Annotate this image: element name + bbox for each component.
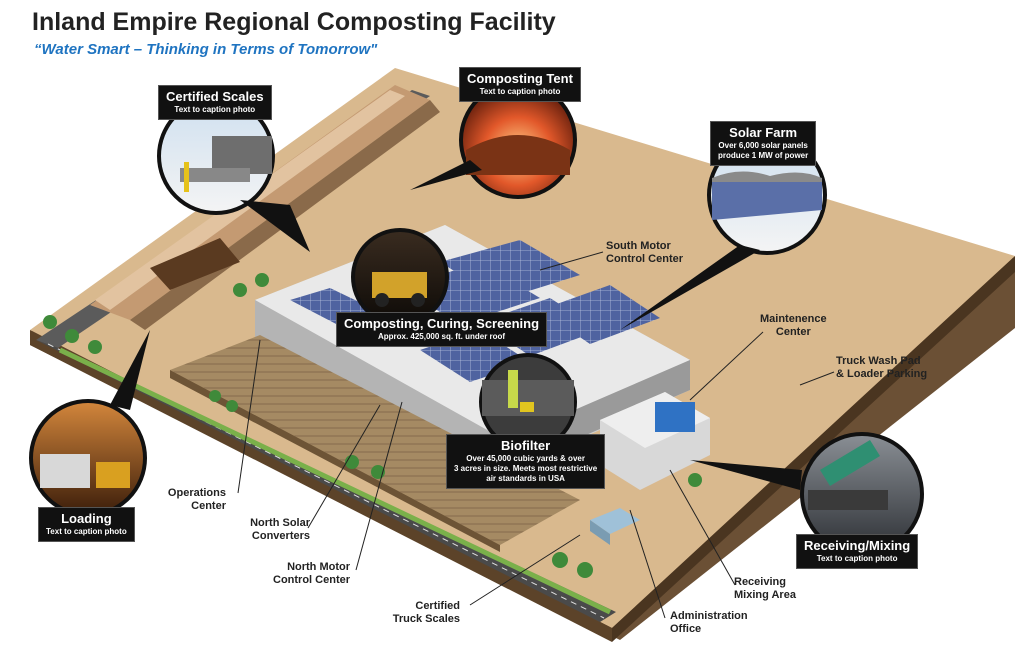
label-line: Mixing Area — [734, 589, 796, 601]
photo-composting-tent — [410, 81, 577, 199]
page-subtitle: “Water Smart – Thinking in Terms of Tomo… — [34, 41, 378, 58]
label-line: Converters — [251, 530, 310, 542]
label-line: Certified — [415, 600, 460, 612]
caption-text: Over 6,000 solar panels — [718, 141, 808, 150]
photo-solar-farm — [620, 135, 827, 330]
caption-biofilter: Biofilter Over 45,000 cubic yards & over… — [446, 434, 606, 489]
caption-solar-farm: Solar Farm Over 6,000 solar panels produ… — [710, 121, 817, 166]
caption-text: Text to caption photo — [174, 105, 256, 114]
label-operations-center: Operations Center — [160, 487, 226, 513]
photo-composting-curing — [351, 228, 449, 326]
label-line: Maintenence — [760, 313, 827, 325]
label-line: Administration — [670, 610, 748, 622]
label-certified-truck-scales: Certified Truck Scales — [382, 600, 460, 626]
caption-loading: Loading Text to caption photo — [38, 507, 135, 542]
administration-office — [590, 508, 640, 545]
caption-title: Solar Farm — [729, 125, 798, 140]
photo-biofilter — [479, 353, 577, 451]
caption-text: air standards in USA — [486, 474, 565, 483]
label-line: South Motor — [606, 240, 671, 252]
label-line: Operations — [167, 487, 226, 499]
label-administration-office: Administration Office — [670, 610, 748, 636]
label-south-motor-control: South Motor Control Center — [606, 240, 683, 266]
label-line: North Solar — [250, 517, 310, 529]
caption-title: Loading — [61, 511, 112, 526]
caption-text: Text to caption photo — [46, 527, 127, 536]
caption-title: Biofilter — [501, 438, 551, 453]
label-north-solar: North Solar Converters — [236, 517, 310, 543]
label-line: Control Center — [606, 253, 683, 265]
photo-certified-scales — [157, 97, 310, 252]
photo-loading — [29, 330, 150, 517]
caption-text: 3 acres in size. Meets most restrictive — [454, 464, 598, 473]
label-line: Receiving — [734, 576, 786, 588]
label-line: & Loader Parking — [836, 368, 928, 380]
caption-composting-tent: Composting Tent Text to caption photo — [459, 67, 581, 102]
caption-text: Text to caption photo — [479, 87, 561, 96]
page-title: Inland Empire Regional Composting Facili… — [32, 8, 556, 36]
label-line: Center — [191, 500, 226, 512]
caption-title: Receiving/Mixing — [804, 538, 911, 553]
caption-title: Composting Tent — [467, 71, 573, 86]
label-line: North Motor — [287, 561, 350, 573]
label-receiving-mixing-area: Receiving Mixing Area — [734, 576, 796, 602]
label-north-motor: North Motor Control Center — [262, 561, 350, 587]
caption-text: Over 45,000 cubic yards & over — [466, 454, 585, 463]
caption-composting-curing: Composting, Curing, Screening Approx. 42… — [336, 312, 548, 347]
label-line: Center — [775, 326, 811, 338]
caption-certified-scales: Certified Scales Text to caption photo — [158, 85, 272, 120]
label-line: Truck Scales — [392, 613, 460, 625]
caption-title: Composting, Curing, Screening — [344, 316, 540, 331]
receiving-building — [600, 392, 710, 490]
label-line: Control Center — [273, 574, 350, 586]
label-truck-wash: Truck Wash Pad & Loader Parking — [836, 355, 927, 381]
label-line: Truck Wash Pad — [836, 355, 921, 367]
caption-title: Certified Scales — [166, 89, 264, 104]
caption-text: Approx. 425,000 sq. ft. under roof — [377, 332, 506, 341]
biofilter-bed — [170, 335, 580, 552]
caption-receiving-mixing: Receiving/Mixing Text to caption photo — [796, 534, 919, 569]
label-maintenance-center: Maintenence Center — [760, 313, 827, 339]
caption-text: produce 1 MW of power — [718, 151, 809, 160]
leader-lines — [237, 251, 835, 619]
label-line: Office — [670, 623, 702, 635]
caption-text: Text to caption photo — [816, 554, 898, 563]
